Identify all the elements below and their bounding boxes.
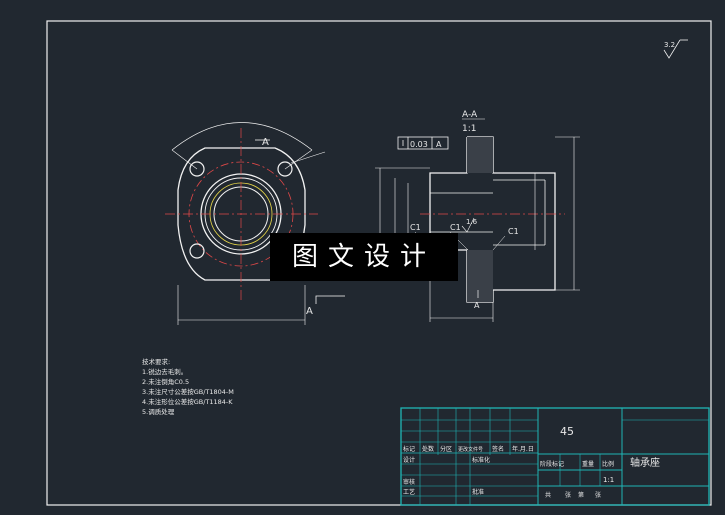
inner-roughness: 1.6 [466, 218, 478, 226]
tech-line: 4.未注形位公差按GB/T1184-K [142, 397, 233, 406]
watermark-banner: 图文设计 [270, 233, 458, 281]
tolerance-frame [397, 136, 449, 150]
chamfer-label-3: C1 [508, 227, 519, 236]
row-label: 更改文件号 [458, 446, 483, 453]
sheet-info: 张 [595, 491, 601, 499]
roughness-value: 3.2 [664, 41, 675, 49]
weight-label: 重量 [582, 460, 594, 468]
tech-line: 1.锐边去毛刺。 [142, 367, 187, 376]
row-label: 分区 [440, 445, 452, 453]
scale-label: 比例 [602, 460, 614, 468]
drawing-border [46, 20, 712, 506]
row-label: 签名 [492, 445, 504, 453]
sheet-info: 第 [578, 491, 584, 499]
section-label: A-A [462, 110, 478, 120]
approve-label: 批准 [472, 488, 484, 496]
tech-line: 技术要求: [142, 357, 170, 366]
standardization-label: 标准化 [472, 456, 490, 464]
front-view [165, 122, 345, 325]
part-name: 轴承座 [630, 456, 660, 469]
view-arrow-letter: A [262, 137, 269, 148]
material: 45 [560, 425, 574, 438]
chamfer-label-1: C1 [410, 223, 421, 232]
row-label: 标记 [403, 445, 415, 453]
section-scale: 1:1 [462, 124, 476, 134]
sheet-info: 共 [545, 491, 551, 499]
sheet-info: 张 [565, 491, 571, 499]
stage-label: 阶段标记 [540, 460, 564, 468]
tech-line: 5.调质处理 [142, 407, 175, 416]
review-label: 审核 [403, 478, 415, 486]
tech-requirements: 技术要求: 1.锐边去毛刺。 2.未注倒角C0.5 3.未注尺寸公差按GB/T1… [142, 357, 234, 416]
section-cut-letter: A [306, 306, 313, 317]
row-label: 年.月.日 [512, 445, 534, 453]
roughness-symbol [663, 39, 688, 59]
row-label: 处数 [422, 445, 434, 453]
title-block [400, 407, 710, 506]
design-label: 设计 [403, 456, 415, 464]
scale-value: 1:1 [603, 476, 614, 484]
title-block-text: 45 轴承座 1:1 标记 处数 分区 更改文件号 签名 年.月.日 设计 标准… [403, 425, 660, 499]
datum-letter: A [474, 301, 480, 310]
tolerance-value: 0.03 [410, 140, 428, 149]
chamfer-label-2: C1 [450, 223, 461, 232]
section-view [375, 118, 580, 322]
process-label: 工艺 [403, 488, 415, 496]
tolerance-datum: A [436, 140, 442, 149]
tech-line: 3.未注尺寸公差按GB/T1804-M [142, 387, 234, 396]
tech-line: 2.未注倒角C0.5 [142, 377, 189, 386]
